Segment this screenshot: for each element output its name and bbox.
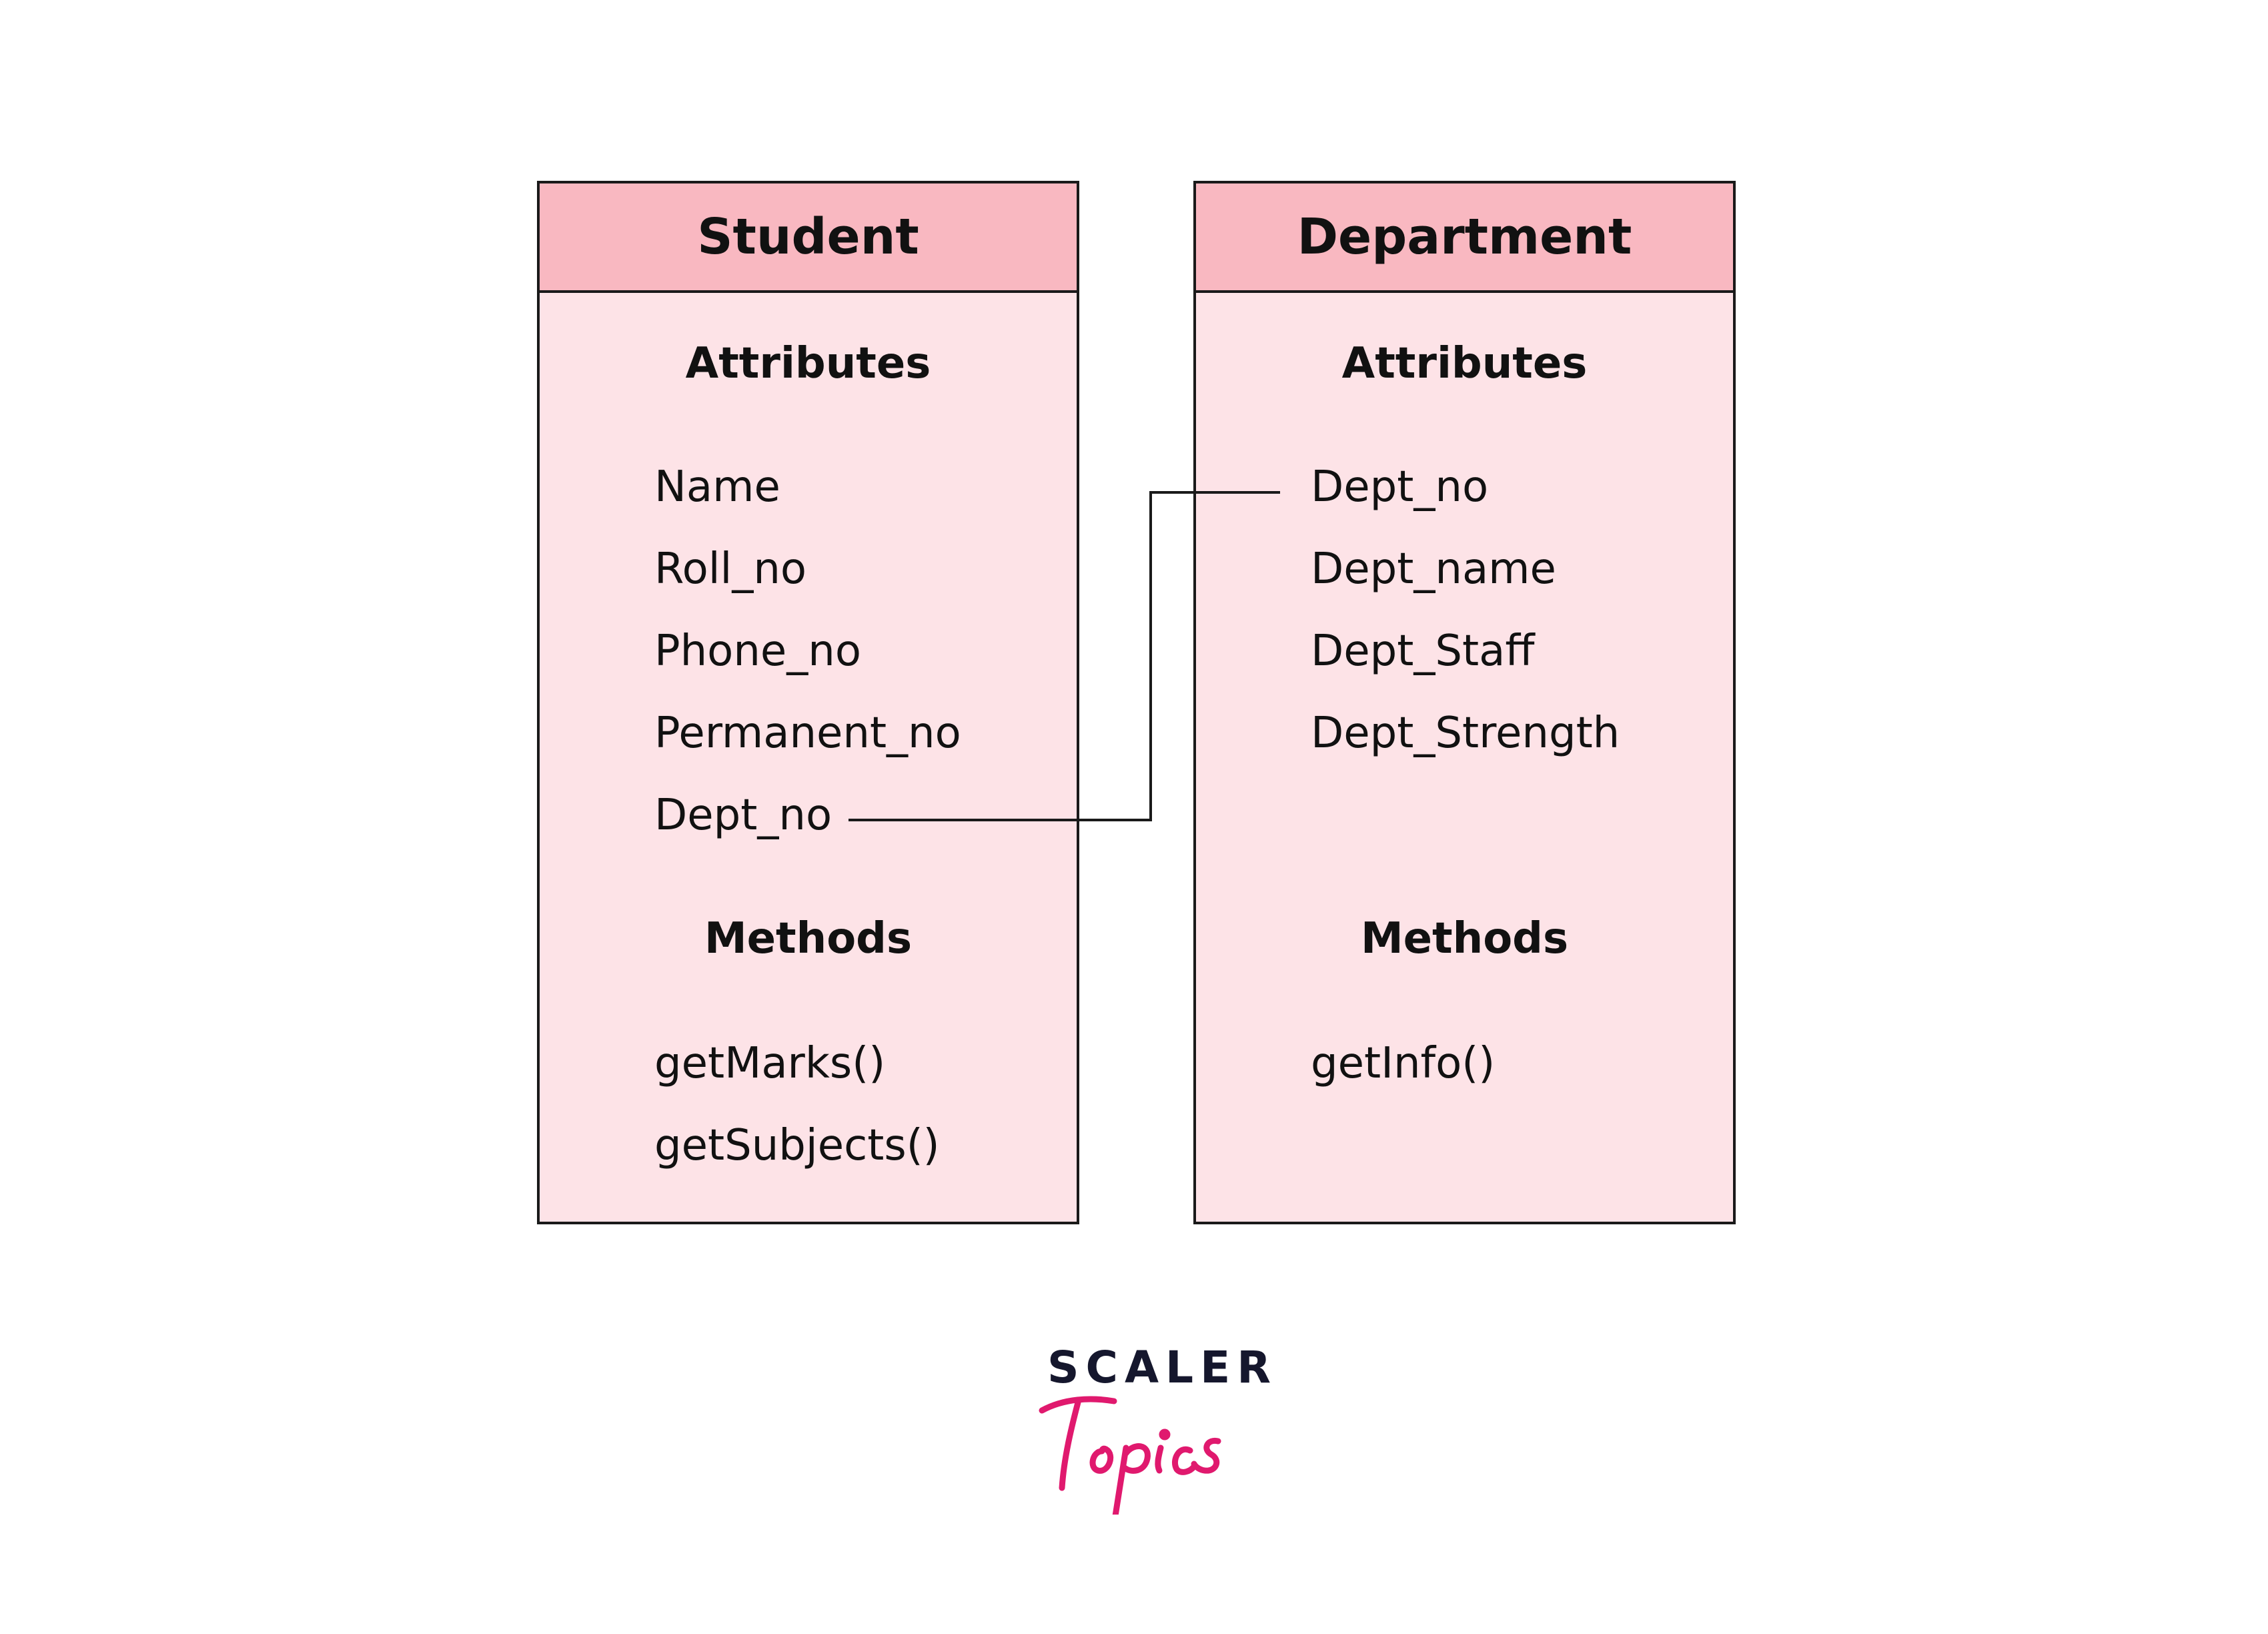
logo-scaler-text: SCALER <box>1047 1342 1278 1393</box>
department-method-list: getInfo() <box>1311 1023 1495 1105</box>
student-class-name: Student <box>540 183 1077 293</box>
student-attribute-permanent-no: Permanent_no <box>654 709 961 758</box>
department-attribute-list: Dept_no Dept_name Dept_Staff Dept_Streng… <box>1311 446 1620 775</box>
student-attribute-list: Name Roll_no Phone_no Permanent_no Dept_… <box>654 446 961 857</box>
logo-topics-script <box>1039 1396 1221 1515</box>
department-attribute-dept-strength: Dept_Strength <box>1311 709 1620 758</box>
department-methods-title: Methods <box>1360 914 1569 963</box>
scaler-topics-logo: SCALER <box>1027 1341 1271 1515</box>
student-attribute-roll-no: Roll_no <box>654 544 807 594</box>
department-class-name: Department <box>1196 183 1733 293</box>
student-attributes-title: Attributes <box>685 339 931 388</box>
department-attribute-dept-staff: Dept_Staff <box>1311 627 1535 676</box>
student-class-box: Student Attributes Name Roll_no Phone_no… <box>537 181 1079 1224</box>
department-class-box: Department Attributes Dept_no Dept_name … <box>1193 181 1736 1224</box>
student-method-get-subjects: getSubjects() <box>654 1121 940 1170</box>
student-methods-title: Methods <box>704 914 913 963</box>
department-attributes-title: Attributes <box>1341 339 1588 388</box>
department-method-get-info: getInfo() <box>1311 1039 1496 1088</box>
student-attribute-phone-no: Phone_no <box>654 627 861 676</box>
student-attribute-name: Name <box>654 462 780 512</box>
department-attribute-dept-name: Dept_name <box>1311 544 1556 594</box>
student-method-get-marks: getMarks() <box>654 1039 886 1088</box>
student-attribute-dept-no: Dept_no <box>654 791 832 840</box>
student-method-list: getMarks() getSubjects() <box>654 1023 940 1187</box>
department-attribute-dept-no: Dept_no <box>1311 462 1489 512</box>
